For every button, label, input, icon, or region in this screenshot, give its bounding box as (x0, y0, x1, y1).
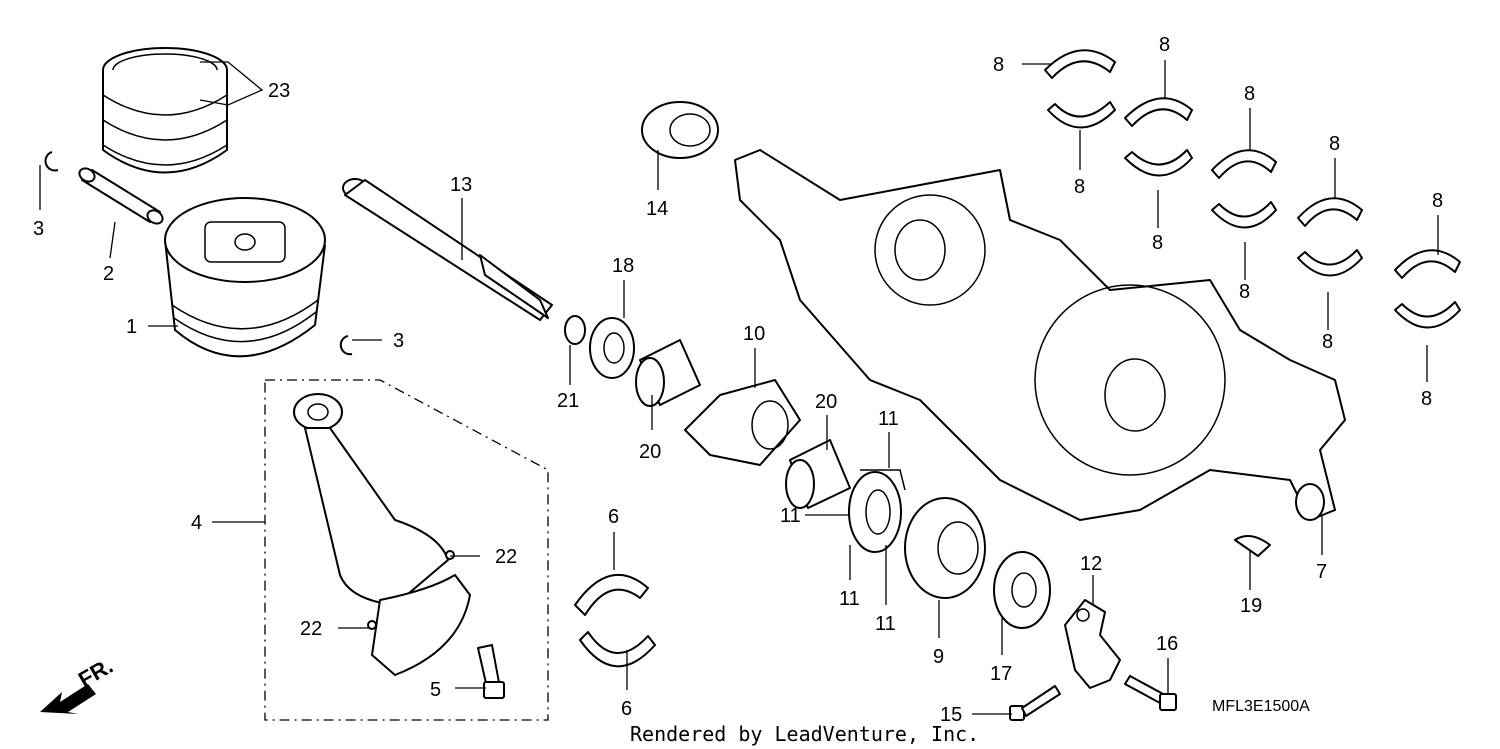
callout-12: 12 (1080, 553, 1102, 575)
drawing-code: MFL3E1500A (1212, 698, 1310, 715)
callout-3-lower: 3 (393, 330, 404, 352)
washer-21[interactable] (564, 315, 586, 345)
callout-18: 18 (612, 255, 634, 277)
callout-9: 9 (933, 646, 944, 668)
callout-16: 16 (1156, 633, 1178, 655)
callout-8-e: 8 (1244, 83, 1255, 105)
piston-rings[interactable] (102, 47, 228, 174)
callout-8-g: 8 (1329, 133, 1340, 155)
callout-5: 5 (430, 679, 441, 701)
main-bearing-pair-1[interactable] (1044, 49, 1116, 129)
main-bearing-pair-2[interactable] (1124, 97, 1193, 177)
callout-10: 10 (743, 323, 765, 345)
piston-pin-clip-upper[interactable] (44, 151, 59, 172)
callout-8-h: 8 (1322, 331, 1333, 353)
callout-7: 7 (1316, 561, 1327, 583)
front-marker-label: FR. (74, 653, 117, 692)
callout-21: 21 (557, 390, 579, 412)
main-bearing-pair-3[interactable] (1211, 149, 1277, 229)
callout-20-right: 20 (815, 391, 837, 413)
render-credit: Rendered by LeadVenture, Inc. (630, 722, 979, 746)
callout-8-b: 8 (1074, 176, 1085, 198)
callout-4: 4 (191, 512, 202, 534)
balancer-shaft[interactable] (342, 178, 553, 321)
piston[interactable] (164, 197, 326, 358)
callout-6-lower: 6 (621, 698, 632, 720)
callout-1: 1 (126, 316, 137, 338)
crankshaft-thrust-washers[interactable] (848, 469, 906, 553)
callout-8-c: 8 (1159, 34, 1170, 56)
connecting-rod-assembly[interactable] (264, 379, 549, 721)
callout-6-upper: 6 (608, 506, 619, 528)
bolt-15[interactable] (1009, 685, 1061, 721)
balancer-weight[interactable] (684, 379, 801, 466)
front-direction-arrow-icon (40, 684, 96, 714)
callout-22-upper: 22 (495, 546, 517, 568)
piston-pin-clip-lower[interactable] (339, 335, 353, 356)
callout-8-d: 8 (1152, 232, 1163, 254)
callout-23: 23 (268, 80, 290, 102)
callout-13: 13 (450, 174, 472, 196)
callout-11-d: 11 (875, 613, 896, 635)
callout-8-f: 8 (1239, 281, 1250, 303)
main-bearing-pair-4[interactable] (1297, 197, 1363, 277)
needle-bearing-upper[interactable] (635, 339, 701, 407)
callout-14: 14 (646, 198, 668, 220)
piston-pin[interactable] (77, 166, 165, 226)
needle-bearing-lower[interactable] (785, 439, 851, 509)
leader-lines (39, 60, 1439, 715)
bracket-12[interactable] (1064, 599, 1121, 689)
balancer-drive-gear[interactable] (641, 101, 719, 159)
callout-20-left: 20 (639, 441, 661, 463)
primary-drive-gear[interactable] (904, 497, 986, 599)
crank-washer-17[interactable] (993, 551, 1051, 629)
crankpin-bearing-lower[interactable] (579, 631, 656, 668)
callout-8-j: 8 (1421, 388, 1432, 410)
crankshaft[interactable] (734, 149, 1346, 521)
callout-8-a: 8 (993, 54, 1004, 76)
callout-19: 19 (1240, 595, 1262, 617)
woodruff-key[interactable] (1234, 535, 1271, 557)
callout-15: 15 (940, 704, 962, 726)
callout-3-upper: 3 (33, 218, 44, 240)
main-bearing-pair-5[interactable] (1394, 249, 1461, 329)
oil-seal-18[interactable] (589, 317, 635, 379)
callout-11-c: 11 (839, 588, 860, 610)
callout-11-a: 11 (878, 408, 899, 430)
callout-8-i: 8 (1432, 190, 1443, 212)
callout-labels: 23 3 2 1 3 4 5 22 22 6 6 13 14 18 21 20 … (33, 34, 1443, 726)
crankpin-bearing-upper[interactable] (574, 573, 649, 616)
callout-2: 2 (103, 263, 114, 285)
callout-11-b: 11 (780, 505, 801, 527)
callout-17: 17 (990, 663, 1012, 685)
callout-22-lower: 22 (300, 618, 322, 640)
